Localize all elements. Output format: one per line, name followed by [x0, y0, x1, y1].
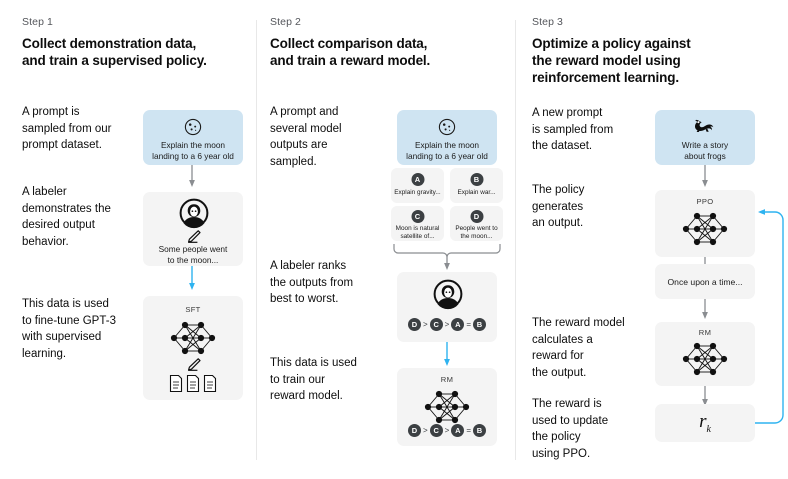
- labeler-person-icon: [433, 279, 462, 310]
- step-1-labeler-caption: Some people went to the moon...: [158, 244, 228, 265]
- rank-operator: >: [422, 320, 428, 329]
- rank-operator: >: [444, 426, 450, 435]
- rank-chip: D: [407, 424, 421, 437]
- sample-letter: B: [470, 173, 483, 186]
- sample-text: Explain gravity...: [394, 189, 441, 196]
- moon-icon: [184, 118, 202, 136]
- step-1-paragraph-1: A prompt is sampled from our prompt data…: [22, 106, 112, 151]
- step-title-line-1: Collect demonstration data,: [22, 36, 197, 51]
- rank-operator: >: [422, 426, 428, 435]
- sample-text: People went to the moon...: [455, 225, 498, 240]
- step-3-ppo-title: PPO: [696, 197, 714, 206]
- step-2-prompt-caption: Explain the moon landing to a 6 year old: [406, 140, 488, 161]
- step-2-labeler-rank-card[interactable]: D>C>A=B: [397, 272, 497, 342]
- rank-chip: B: [473, 424, 486, 437]
- step-title-line-2: and train a reward model.: [270, 53, 431, 68]
- step-title-line-1: Collect comparison data,: [270, 36, 428, 51]
- column-divider-1: [256, 20, 257, 460]
- neural-network-icon: [170, 321, 216, 355]
- step-3-paragraph-3: The reward model calculates a reward for…: [532, 317, 625, 379]
- sample-letter: D: [470, 210, 483, 223]
- step-label: Step 1: [22, 16, 53, 28]
- step-2-column: Step 2 Collect comparison data, and trai…: [256, 0, 515, 479]
- neural-network-icon: [424, 390, 470, 424]
- pencil-icon: [188, 230, 201, 243]
- ranking-row: D>C>A=B: [397, 318, 497, 331]
- step-2-paragraph-1: A prompt and several model outputs are s…: [270, 106, 342, 168]
- step-2-rm-card[interactable]: RM D>C>A=B: [397, 368, 497, 446]
- step-1-column: Step 1 Collect demonstration data, and t…: [0, 0, 256, 479]
- step-3-output-text: Once upon a time...: [667, 277, 743, 287]
- reward-symbol: rk: [655, 411, 755, 435]
- labeler-person-icon: [179, 198, 208, 229]
- arrow-down-icon: [702, 299, 708, 319]
- arrow-down-blue-icon: [444, 342, 450, 366]
- step-3-ppo-card[interactable]: PPO: [655, 190, 755, 257]
- sample-output-d[interactable]: D People went to the moon...: [450, 206, 503, 241]
- column-divider-2: [515, 20, 516, 460]
- rank-operator: =: [466, 426, 471, 435]
- brace-collect-icon: [393, 244, 501, 270]
- step-title-line-2: and train a supervised policy.: [22, 53, 207, 68]
- moon-icon: [438, 118, 456, 136]
- sample-output-a[interactable]: A Explain gravity...: [391, 168, 444, 203]
- step-3-paragraph-4: The reward is used to update the policy …: [532, 398, 609, 460]
- rank-operator: =: [466, 320, 471, 329]
- step-3-rm-card[interactable]: RM: [655, 322, 755, 386]
- sample-text: Explain war...: [457, 189, 496, 196]
- step-1-paragraph-2: A labeler demonstrates the desired outpu…: [22, 186, 111, 248]
- reward-symbol-letter: r: [699, 411, 707, 432]
- ranking-row: D>C>A=B: [397, 424, 497, 437]
- step-title-line-3: reinforcement learning.: [532, 70, 679, 85]
- step-1-sft-card[interactable]: SFT: [143, 296, 243, 400]
- reward-symbol-subscript: k: [706, 423, 711, 435]
- pencil-icon: [188, 358, 201, 371]
- step-2-rm-title: RM: [440, 375, 454, 384]
- step-1-paragraph-3: This data is used to fine-tune GPT-3 wit…: [22, 298, 116, 360]
- arrow-down-icon: [702, 165, 708, 187]
- step-label: Step 3: [532, 16, 563, 28]
- step-1-labeler-card[interactable]: Some people went to the moon...: [143, 192, 243, 266]
- sample-output-b[interactable]: B Explain war...: [450, 168, 503, 203]
- step-3-prompt-card[interactable]: Write a story about frogs: [655, 110, 755, 165]
- step-title-line-2: the reward model using: [532, 53, 681, 68]
- feedback-loop-arrow-icon: [755, 209, 784, 424]
- step-title-line-1: Optimize a policy against: [532, 36, 691, 51]
- documents-icon: [169, 374, 217, 393]
- rank-chip: C: [429, 318, 443, 331]
- step-1-prompt-caption: Explain the moon landing to a 6 year old: [152, 140, 234, 161]
- step-3-paragraph-1: A new prompt is sampled from the dataset…: [532, 107, 614, 152]
- frog-icon: [695, 119, 714, 132]
- step-3-paragraph-2: The policy generates an output.: [532, 184, 585, 229]
- step-1-sft-title: SFT: [185, 305, 201, 314]
- rank-chip: B: [473, 318, 486, 331]
- rank-chip: D: [407, 318, 421, 331]
- rank-chip: C: [429, 424, 443, 437]
- arrow-down-blue-icon: [189, 266, 195, 290]
- step-label: Step 2: [270, 16, 301, 28]
- step-3-reward-card[interactable]: rk: [655, 404, 755, 442]
- neural-network-icon: [682, 342, 728, 376]
- arrow-down-icon: [189, 165, 195, 187]
- arrow-down-icon: [702, 386, 708, 406]
- step-3-prompt-caption: Write a story about frogs: [681, 140, 729, 161]
- sample-output-c[interactable]: C Moon is natural satellite of...: [391, 206, 444, 241]
- step-3-output-card[interactable]: Once upon a time...: [655, 264, 755, 299]
- sample-letter: A: [411, 173, 424, 186]
- step-3-column: Step 3 Optimize a policy against the rew…: [515, 0, 788, 479]
- step-2-paragraph-3: This data is used to train our reward mo…: [270, 357, 357, 402]
- neural-network-icon: [682, 212, 728, 246]
- sample-text: Moon is natural satellite of...: [395, 225, 440, 240]
- sample-letter: C: [411, 210, 424, 223]
- rank-operator: >: [444, 320, 450, 329]
- step-1-prompt-card[interactable]: Explain the moon landing to a 6 year old: [143, 110, 243, 165]
- rank-chip: A: [451, 424, 465, 437]
- step-2-prompt-card[interactable]: Explain the moon landing to a 6 year old: [397, 110, 497, 165]
- step-3-rm-title: RM: [698, 328, 712, 337]
- step-2-paragraph-2: A labeler ranks the outputs from best to…: [270, 260, 354, 305]
- rank-chip: A: [451, 318, 465, 331]
